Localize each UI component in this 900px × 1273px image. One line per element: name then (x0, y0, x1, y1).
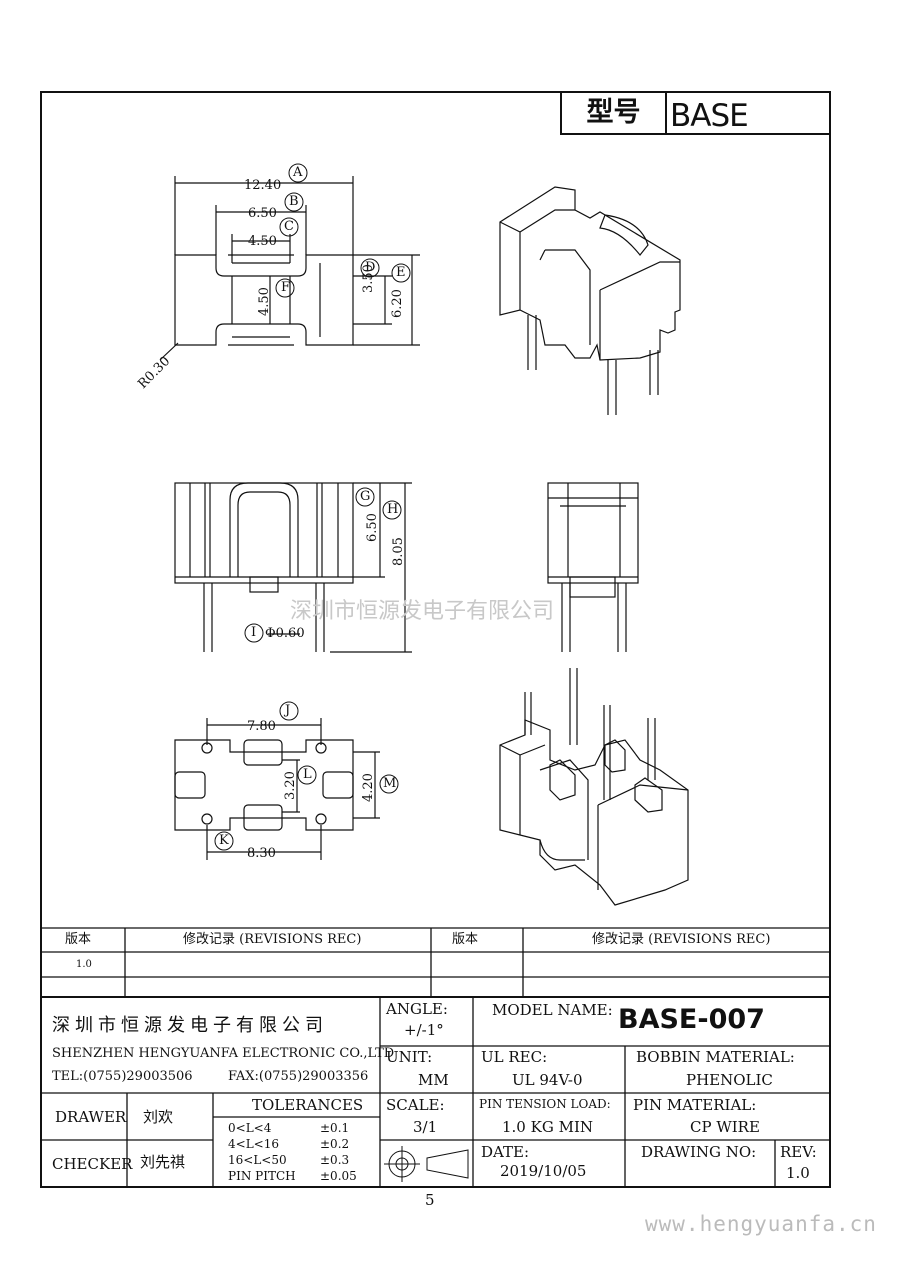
drawer-name: 刘欢 (143, 1108, 174, 1126)
dim-l: 3.20 (283, 771, 298, 800)
scale-label: SCALE: (386, 1096, 445, 1114)
iso-view-top (499, 186, 681, 415)
rev-col-record-2: 修改记录 (REVISIONS REC) (592, 932, 771, 947)
dim-j: 7.80 (247, 719, 276, 734)
tol-value-3: ±0.3 (320, 1153, 350, 1167)
company-fax: FAX:(0755)29003356 (228, 1069, 369, 1084)
angle-value: +/-1° (404, 1021, 444, 1039)
tension-label: PIN TENSION LOAD: (479, 1097, 611, 1111)
projection-symbol (384, 1146, 469, 1182)
table-grid (40, 927, 831, 1188)
marker-k: K (219, 833, 229, 848)
drawing-no-label: DRAWING NO: (641, 1143, 757, 1161)
marker-a: A (293, 165, 303, 180)
marker-j: J (285, 703, 291, 718)
rev-col-version-1: 版本 (65, 932, 92, 947)
bobbin-label: BOBBIN MATERIAL: (636, 1048, 795, 1066)
drawer-label: DRAWER (55, 1108, 127, 1126)
marker-b: B (289, 194, 299, 209)
marker-m: M (383, 776, 397, 791)
marker-d: D (365, 260, 376, 275)
model-value: BASE-007 (618, 1004, 765, 1035)
rev-col-version-2: 版本 (452, 932, 479, 947)
iso-view-bottom (499, 668, 689, 906)
tol-value-1: ±0.1 (320, 1121, 350, 1135)
front-view (174, 482, 412, 653)
marker-e: E (396, 265, 406, 280)
tolerances-title: TOLERANCES (252, 1096, 364, 1114)
website-url: www.hengyuanfa.cn (645, 1212, 877, 1236)
dimension-markers (214, 163, 411, 851)
company-tel: TEL:(0755)29003506 (52, 1069, 193, 1084)
marker-i: I (251, 625, 257, 640)
dim-c: 4.50 (248, 234, 277, 249)
company-name-cn: 深圳市恒源发电子有限公司 (52, 1015, 328, 1036)
bottom-view (174, 718, 380, 860)
ul-label: UL REC: (481, 1048, 548, 1066)
company-name-en: SHENZHEN HENGYUANFA ELECTRONIC CO.,LTD (52, 1046, 395, 1061)
type-title-box: 型号 BASE (560, 91, 831, 135)
pin-value: CP WIRE (690, 1118, 760, 1136)
angle-label: ANGLE: (386, 1000, 448, 1018)
tol-range-3: 16<L<50 (228, 1153, 287, 1167)
type-label: 型号 (562, 93, 667, 133)
unit-label: UNIT: (386, 1048, 433, 1066)
dim-b: 6.50 (248, 206, 277, 221)
dim-h: 8.05 (391, 537, 406, 566)
dim-m: 4.20 (361, 773, 376, 802)
type-value: BASE (670, 98, 749, 134)
checker-name: 刘先祺 (140, 1153, 186, 1171)
rev-row-version: 1.0 (76, 959, 92, 970)
page-number: 5 (425, 1191, 435, 1209)
marker-c: C (284, 219, 294, 234)
dim-g: 6.50 (365, 513, 380, 542)
side-view (547, 482, 639, 652)
tol-range-2: 4<L<16 (228, 1137, 279, 1151)
bobbin-value: PHENOLIC (686, 1071, 773, 1089)
watermark-company: 深圳市恒源发电子有限公司 (290, 599, 555, 624)
marker-g: G (360, 489, 371, 504)
rev-value: 1.0 (786, 1164, 810, 1182)
model-label: MODEL NAME: (492, 1001, 613, 1019)
dim-e: 6.20 (390, 289, 405, 318)
tol-range-4: PIN PITCH (228, 1169, 296, 1183)
dim-i: Φ0.60 (265, 626, 305, 641)
rev-col-record-1: 修改记录 (REVISIONS REC) (183, 932, 362, 947)
date-value: 2019/10/05 (500, 1162, 587, 1180)
ul-value: UL 94V-0 (512, 1071, 583, 1089)
date-label: DATE: (481, 1143, 530, 1161)
pin-label: PIN MATERIAL: (633, 1096, 757, 1114)
dim-a: 12.40 (244, 178, 282, 193)
tol-value-2: ±0.2 (320, 1137, 350, 1151)
tension-value: 1.0 KG MIN (502, 1118, 593, 1136)
tol-value-4: ±0.05 (320, 1169, 357, 1183)
unit-value: MM (418, 1071, 449, 1089)
marker-f: F (281, 280, 291, 295)
scale-value: 3/1 (413, 1118, 438, 1136)
tol-range-1: 0<L<4 (228, 1121, 272, 1135)
drawing-frame (40, 91, 831, 1188)
top-view (159, 176, 420, 361)
marker-l: L (303, 767, 312, 782)
dim-k: 8.30 (247, 846, 276, 861)
rev-label: REV: (780, 1143, 817, 1161)
marker-h: H (387, 502, 399, 517)
checker-label: CHECKER (52, 1155, 133, 1173)
dim-f: 4.50 (257, 287, 272, 316)
